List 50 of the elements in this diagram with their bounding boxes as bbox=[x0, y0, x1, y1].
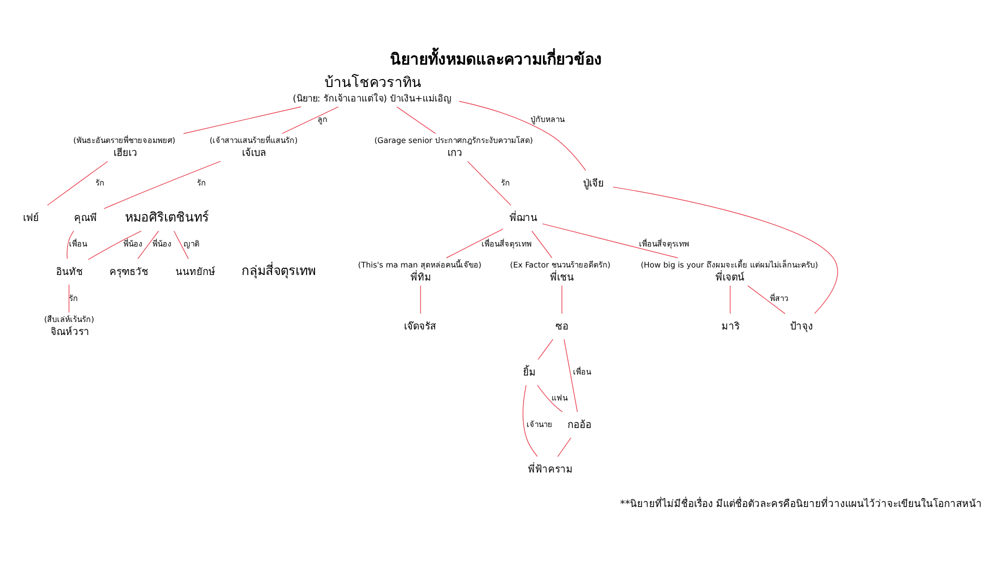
connector bbox=[537, 384, 563, 412]
connector bbox=[747, 285, 786, 314]
connector bbox=[396, 106, 436, 134]
connector bbox=[174, 230, 189, 260]
connector bbox=[420, 285, 421, 314]
connector bbox=[47, 161, 108, 206]
node-text: เฮียเว bbox=[114, 148, 138, 160]
node-text: พี่เชน bbox=[550, 272, 574, 284]
node-text: พี่ทิม bbox=[410, 272, 432, 284]
node-text: ป้าจุง bbox=[790, 321, 813, 332]
node-text: เจ้เบล bbox=[242, 148, 266, 160]
node-text: นนทยักษ์ bbox=[176, 266, 216, 278]
connector bbox=[104, 161, 221, 209]
node-text: พี่ฌาน bbox=[509, 213, 538, 224]
node-text: ครุฑธวัช bbox=[109, 266, 148, 278]
connector bbox=[564, 338, 578, 412]
node-text: พี่เจตน์ bbox=[716, 272, 745, 284]
node-text: ปู่เจีย bbox=[583, 178, 604, 190]
connector bbox=[137, 230, 159, 260]
connector bbox=[183, 106, 302, 134]
node-text: มาริ bbox=[722, 321, 740, 332]
label: กลุ่มสี่จตุรเทพ bbox=[242, 264, 316, 279]
caption: **นิยายที่ไม่มีชื่อเรื่อง มีแต่ชื่อตัวละครคือนิยายที่วางแผนไว้ว่าจะเขียนในโอกาสหน้า bbox=[620, 499, 982, 510]
connector bbox=[730, 285, 731, 314]
node-text: เฟย์ bbox=[22, 213, 39, 224]
connector bbox=[446, 228, 504, 258]
node-text: บ้านโชควราทิน (นิยาย: รักเจ้าเอาแต่ใจ) ป๋าเงิน+แม่เอิญ bbox=[292, 74, 452, 104]
node-text: เจ๊ดจรัส bbox=[404, 321, 436, 332]
connector bbox=[532, 230, 552, 258]
connector bbox=[66, 230, 74, 260]
node-text: คุณพี bbox=[74, 213, 97, 224]
connector bbox=[612, 186, 838, 314]
node-text: อินทัช bbox=[56, 266, 84, 278]
node-text: ซอ bbox=[555, 321, 568, 332]
connector bbox=[88, 230, 142, 260]
node-text: พี่ฟ้าคราม bbox=[528, 464, 573, 476]
connector bbox=[542, 223, 678, 258]
node-text: จิณห์วรา bbox=[50, 327, 90, 338]
connector bbox=[68, 284, 70, 313]
connector bbox=[538, 338, 554, 360]
connector bbox=[458, 100, 586, 171]
node-text: เกว bbox=[448, 148, 463, 160]
connector bbox=[282, 106, 339, 134]
node-text: ยิ้ม bbox=[522, 367, 536, 378]
connector bbox=[522, 384, 538, 457]
node-text: กออ้อ bbox=[568, 420, 592, 431]
connector bbox=[467, 161, 512, 206]
diagram-title: นิยายทั้งหมดและความเกี่ยวข้อง bbox=[390, 50, 602, 68]
node-text: หมอศิริเตชินทร์ bbox=[125, 210, 210, 226]
connector bbox=[557, 438, 572, 458]
